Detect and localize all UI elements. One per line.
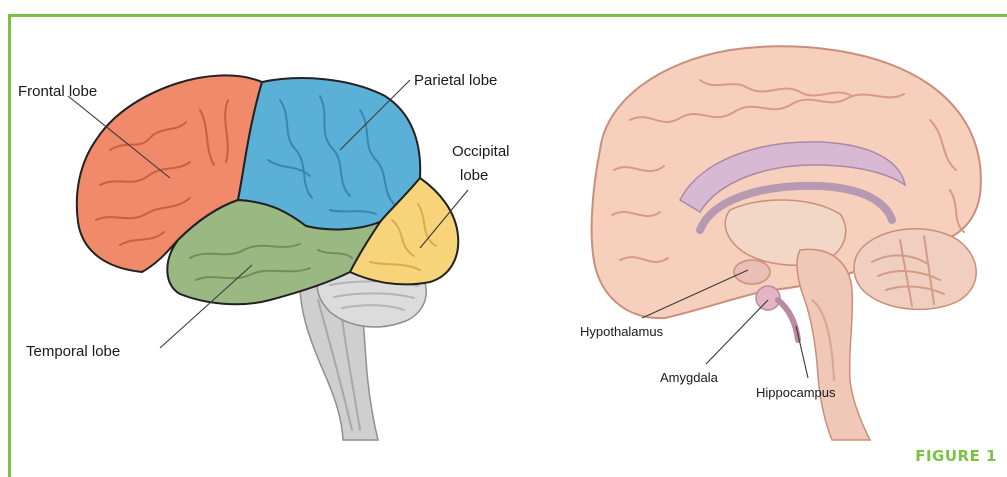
medial-cerebellum bbox=[854, 229, 976, 310]
occipital-lobe-label-line1: Occipital bbox=[452, 143, 510, 160]
hippocampus-leader-line bbox=[796, 326, 808, 378]
figure-caption: FIGURE 1 bbox=[915, 447, 997, 465]
hippocampus bbox=[778, 300, 798, 340]
parietal-lobe-label: Parietal lobe bbox=[414, 72, 497, 89]
frontal-lobe-label: Frontal lobe bbox=[18, 83, 97, 100]
temporal-lobe-label: Temporal lobe bbox=[26, 343, 120, 360]
hypothalamus-label: Hypothalamus bbox=[580, 324, 664, 339]
hypothalamus bbox=[734, 260, 770, 284]
hippocampus-label: Hippocampus bbox=[756, 385, 836, 400]
lateral-brain-diagram: Frontal lobe Parietal lobe Occipital lob… bbox=[18, 72, 510, 440]
amygdala-leader-line bbox=[706, 300, 768, 364]
occipital-lobe-label-line2: lobe bbox=[460, 167, 488, 184]
limbic-system-diagram: Hypothalamus Amygdala Hippocampus bbox=[580, 46, 981, 440]
amygdala-label: Amygdala bbox=[660, 370, 719, 385]
